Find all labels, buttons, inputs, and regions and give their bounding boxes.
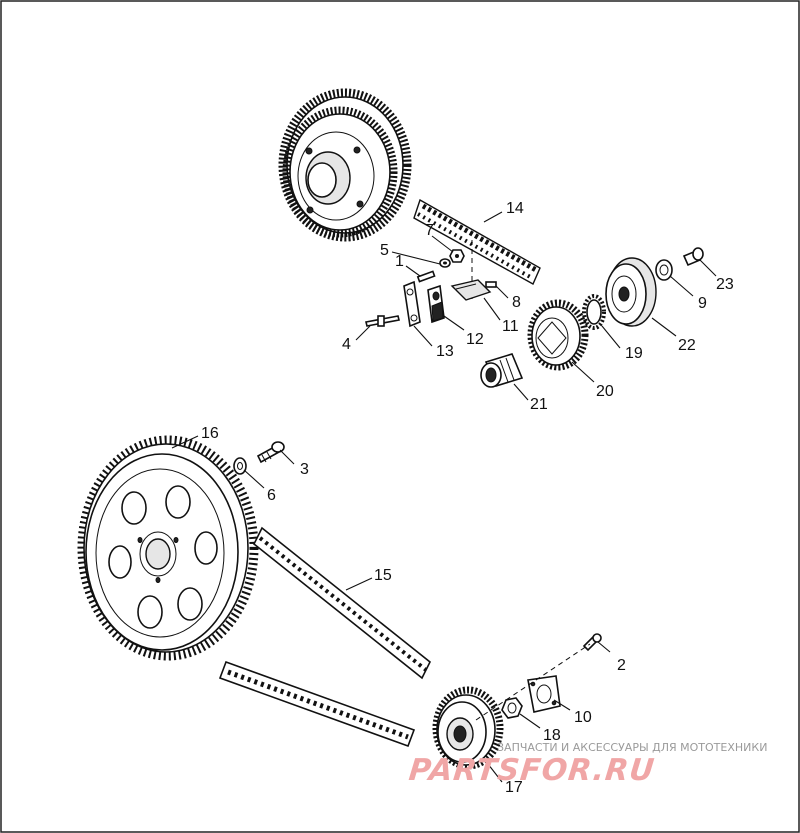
callout-23: 23 xyxy=(716,276,734,293)
callout-11: 11 xyxy=(502,318,519,335)
shaft-extension-21 xyxy=(480,353,524,388)
screw-2 xyxy=(582,633,602,652)
callout-8: 8 xyxy=(512,294,521,311)
callout-19: 19 xyxy=(625,345,643,362)
callout-5: 5 xyxy=(380,242,389,259)
callout-2: 2 xyxy=(617,657,626,674)
callout-18: 18 xyxy=(543,727,561,744)
bracket-12 xyxy=(427,284,445,324)
spacer-19 xyxy=(582,294,606,330)
callout-6: 6 xyxy=(267,487,276,504)
clutch-shell-ring-gear xyxy=(278,88,412,242)
callout-3: 3 xyxy=(300,461,309,478)
callouts: 1 2 3 4 5 6 7 8 9 10 11 12 13 14 15 16 1… xyxy=(201,200,734,796)
nut-18 xyxy=(501,697,523,719)
callout-20: 20 xyxy=(596,383,614,400)
callout-1: 1 xyxy=(395,253,404,270)
drive-belt-15-lower xyxy=(218,660,416,748)
watermark: ЗАПЧАСТИ И АКСЕССУАРЫ ДЛЯ МОТОТЕХНИКИ PA… xyxy=(407,741,767,788)
bolt-4 xyxy=(365,315,400,327)
callout-13: 13 xyxy=(436,343,454,360)
washer-5 xyxy=(439,258,451,268)
callout-10: 10 xyxy=(574,709,592,726)
bolt-23 xyxy=(682,247,704,267)
callout-21: 21 xyxy=(530,396,548,413)
drive-belt-15 xyxy=(252,526,432,680)
rear-belt-sprocket-16 xyxy=(77,435,259,661)
callout-22: 22 xyxy=(678,337,696,354)
transmission-pulley-17 xyxy=(432,686,504,770)
callout-15: 15 xyxy=(374,567,392,584)
lock-plate-10 xyxy=(527,675,561,713)
watermark-tagline: ЗАПЧАСТИ И АКСЕССУАРЫ ДЛЯ МОТОТЕХНИКИ xyxy=(497,741,767,754)
watermark-logo: PARTSFOR.RU xyxy=(407,753,656,788)
callout-4: 4 xyxy=(342,336,351,353)
shoe-11 xyxy=(450,279,492,301)
engine-sprocket-20 xyxy=(527,299,589,371)
callout-7: 7 xyxy=(425,222,434,239)
bolt-3 xyxy=(256,441,285,464)
callout-14: 14 xyxy=(506,200,524,217)
callout-17: 17 xyxy=(505,779,523,796)
callout-12: 12 xyxy=(466,331,484,348)
callout-16: 16 xyxy=(201,425,219,442)
primary-chain xyxy=(413,198,541,285)
plate-13 xyxy=(403,280,421,328)
leader-lines xyxy=(171,211,717,783)
screw-1 xyxy=(416,270,436,283)
nut-7 xyxy=(449,249,465,263)
washer-9 xyxy=(655,259,673,281)
pulley-alignment-line xyxy=(475,643,591,721)
compensator-22 xyxy=(605,257,657,327)
washer-6 xyxy=(233,457,247,475)
callout-9: 9 xyxy=(698,295,707,312)
pin-8 xyxy=(485,281,497,288)
